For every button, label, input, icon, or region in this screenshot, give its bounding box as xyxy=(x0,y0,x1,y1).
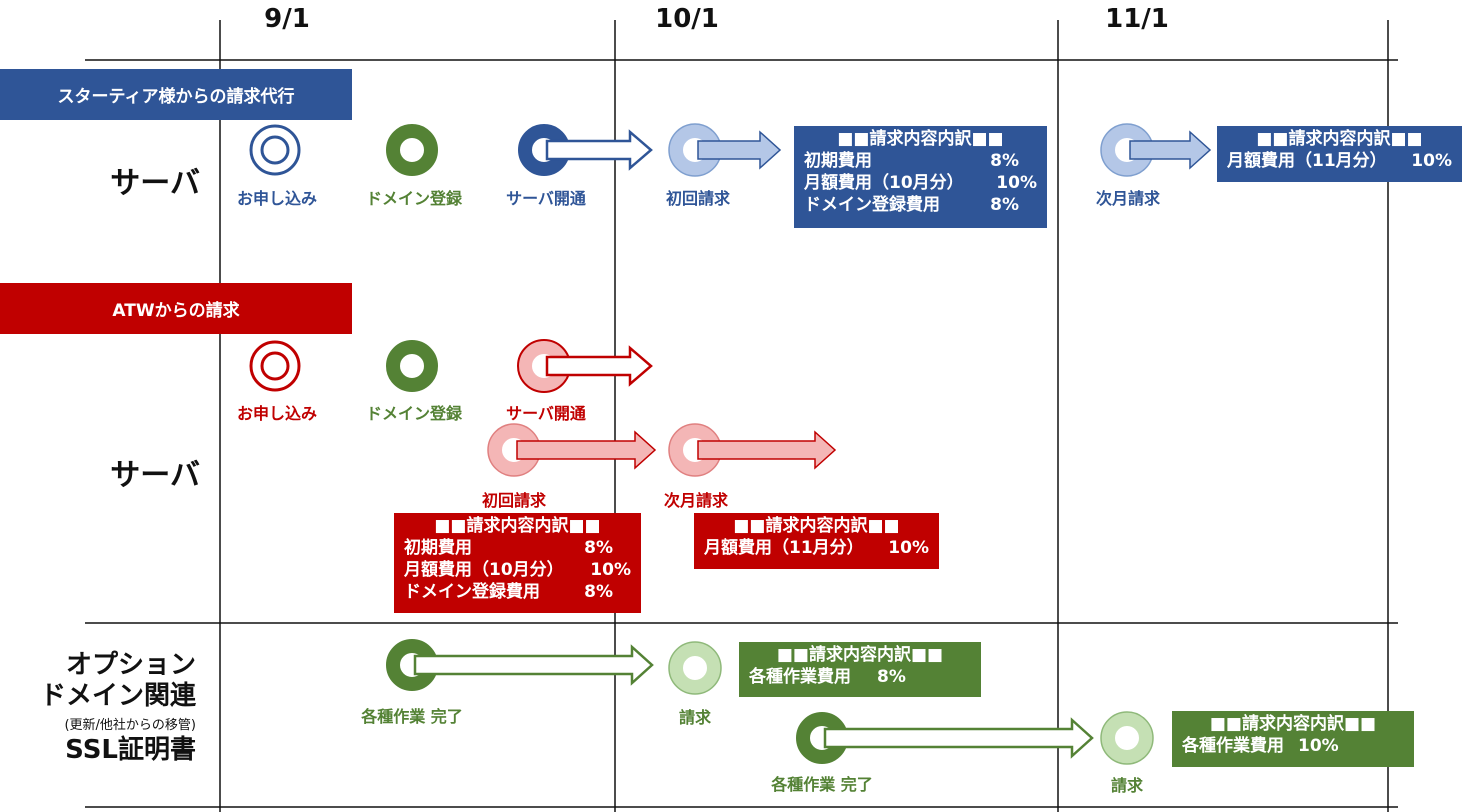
box-row: 月額費用（10月分） 10% xyxy=(404,559,631,581)
box-item: ドメイン登録費用 xyxy=(404,582,540,602)
box-row: 初期費用 8% xyxy=(404,537,631,559)
box-rate: 8% xyxy=(877,667,906,687)
box-row: 各種作業費用 10% xyxy=(1182,735,1404,757)
arrow-work2-to-bill2 xyxy=(823,717,1094,759)
section2-markers xyxy=(249,339,837,477)
section1-apply-label: お申し込み xyxy=(236,189,318,208)
section1-open-label: サーバ開通 xyxy=(506,189,586,208)
apply-marker-inner xyxy=(260,135,290,165)
section2-row-label: サーバ xyxy=(110,458,200,493)
section3-bill2-label: 請求 xyxy=(1110,776,1144,795)
section1-first-label: 初回請求 xyxy=(665,189,731,208)
arrow-next xyxy=(697,430,837,470)
box-rate: 8% xyxy=(584,538,613,558)
domain-marker xyxy=(386,340,438,392)
box-item: ドメイン登録費用 xyxy=(804,195,940,215)
date-10-1: 10/1 xyxy=(655,4,719,34)
arrow-first-to-box xyxy=(697,130,782,170)
section3-breakdown-box-2: ■■請求内容内訳■■ 各種作業費用 10% xyxy=(1172,711,1414,767)
section1-header: スターティア様からの請求代行 xyxy=(0,69,352,120)
box-title: ■■請求内容内訳■■ xyxy=(733,516,900,536)
bill2-marker-edge xyxy=(1100,711,1154,765)
section2-open-label: サーバ開通 xyxy=(506,404,586,423)
arrow-next-to-box xyxy=(1129,130,1212,170)
section2-apply-label: お申し込み xyxy=(236,404,318,423)
box-rate: 8% xyxy=(990,151,1019,171)
box-rate: 10% xyxy=(590,560,631,580)
domain-marker xyxy=(386,124,438,176)
arrow-first xyxy=(516,430,657,470)
section3-work1-label: 各種作業 完了 xyxy=(361,707,463,726)
section3-breakdown-box-1: ■■請求内容内訳■■ 各種作業費用 8% xyxy=(739,642,981,697)
section2-first-label: 初回請求 xyxy=(481,491,547,510)
arrow-open xyxy=(545,345,653,387)
box-rate: 8% xyxy=(990,195,1019,215)
box-row: ドメイン登録費用 8% xyxy=(804,194,1037,216)
box-item: 月額費用（10月分） xyxy=(804,173,964,193)
box-item: 各種作業費用 xyxy=(749,667,851,687)
section1-domain-label: ドメイン登録 xyxy=(365,189,463,208)
section3-row-label-2: ドメイン関連 xyxy=(39,681,196,711)
section1-breakdown-box-2: ■■請求内容内訳■■ 月額費用（11月分） 10% xyxy=(1217,126,1462,182)
box-title: ■■請求内容内訳■■ xyxy=(1209,714,1377,734)
box-row: ドメイン登録費用 8% xyxy=(404,581,631,603)
section3-row-label-1: オプション xyxy=(65,650,196,680)
box-rate: 10% xyxy=(888,538,929,558)
arrow-work1-to-bill1 xyxy=(413,644,654,686)
section3-row-label-4: SSL証明書 xyxy=(65,735,196,765)
apply-marker-inner xyxy=(260,351,290,381)
box-item: 月額費用（10月分） xyxy=(404,560,564,580)
box-rate: 10% xyxy=(996,173,1037,193)
box-row: 初期費用 8% xyxy=(804,150,1037,172)
section3-markers xyxy=(386,639,1154,765)
box-row: 月額費用（11月分） 10% xyxy=(1227,150,1452,172)
section2-domain-label: ドメイン登録 xyxy=(365,404,463,423)
box-item: 初期費用 xyxy=(804,151,872,171)
section2-next-label: 次月請求 xyxy=(663,491,729,510)
bill2-marker xyxy=(1101,712,1153,764)
section1-breakdown-box-1: ■■請求内容内訳■■ 初期費用 8% 月額費用（10月分） 10% ドメイン登録費用… xyxy=(794,126,1047,228)
box-title: ■■請求内容内訳■■ xyxy=(1256,129,1423,149)
box-row: 月額費用（11月分） 10% xyxy=(704,537,929,559)
box-row: 各種作業費用 8% xyxy=(749,666,971,688)
box-title: ■■請求内容内訳■■ xyxy=(776,645,944,665)
box-item: 初期費用 xyxy=(404,538,472,558)
arrow-open-to-first xyxy=(545,129,653,171)
bill1-marker xyxy=(669,642,721,694)
box-rate: 10% xyxy=(1411,151,1452,171)
section2-header: ATWからの請求 xyxy=(0,283,352,334)
box-rate: 8% xyxy=(584,582,613,602)
box-item: 月額費用（11月分） xyxy=(1227,151,1387,171)
section2-breakdown-box-1: ■■請求内容内訳■■ 初期費用 8% 月額費用（10月分） 10% ドメイン登録費用… xyxy=(394,513,641,613)
box-title: ■■請求内容内訳■■ xyxy=(837,129,1004,149)
date-11-1: 11/1 xyxy=(1105,4,1169,34)
section1-markers xyxy=(249,123,1212,177)
section3-row-label-3: (更新/他社からの移管) xyxy=(64,718,196,733)
section1-next-label: 次月請求 xyxy=(1095,189,1161,208)
box-item: 各種作業費用 xyxy=(1182,736,1284,756)
section2-breakdown-box-2: ■■請求内容内訳■■ 月額費用（11月分） 10% xyxy=(694,513,939,569)
box-rate: 10% xyxy=(1298,736,1339,756)
section3-work2-label: 各種作業 完了 xyxy=(771,775,873,794)
box-row: 月額費用（10月分） 10% xyxy=(804,172,1037,194)
date-9-1: 9/1 xyxy=(264,4,310,34)
box-item: 月額費用（11月分） xyxy=(704,538,864,558)
box-title: ■■請求内容内訳■■ xyxy=(434,516,601,536)
bill1-marker-edge xyxy=(668,641,722,695)
section1-row-label: サーバ xyxy=(110,166,200,201)
section3-bill1-label: 請求 xyxy=(678,708,712,727)
